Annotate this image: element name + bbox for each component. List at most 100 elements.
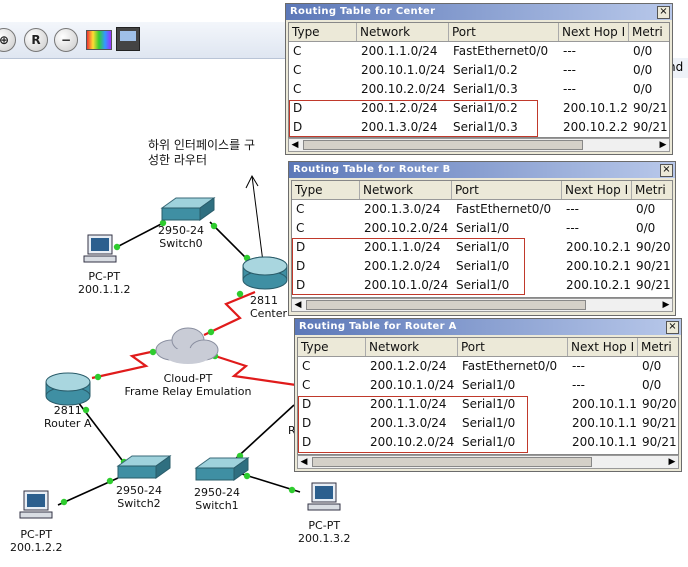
table-cell: D: [302, 435, 312, 449]
serial-links: [91, 290, 297, 387]
table-cell: 200.1.1.0/24: [370, 397, 447, 411]
column-header[interactable]: Next Hop I: [562, 181, 632, 199]
table-cell: Serial1/0: [462, 397, 516, 411]
column-header[interactable]: Next Hop I: [568, 338, 638, 356]
table-cell: Serial1/0: [462, 435, 516, 449]
table-cell: 0/0: [633, 82, 653, 96]
close-icon[interactable]: ×: [666, 321, 679, 334]
horizontal-scrollbar[interactable]: ◀ ▶: [297, 455, 679, 469]
table-cell: Serial1/0: [462, 378, 516, 392]
zoom-out-icon[interactable]: −: [54, 28, 78, 52]
column-header[interactable]: Type: [298, 338, 366, 356]
column-header[interactable]: Type: [289, 23, 357, 41]
table-cell: C: [296, 221, 305, 235]
highlight-box: [298, 396, 528, 453]
close-icon[interactable]: ×: [657, 6, 670, 19]
table-cell: 200.10.2.1: [566, 259, 631, 273]
scroll-right-icon[interactable]: ▶: [668, 457, 676, 467]
column-header[interactable]: Port: [449, 23, 559, 41]
table-cell: FastEthernet0/0: [462, 359, 558, 373]
table-cell: 200.1.3.0/24: [370, 416, 447, 430]
column-header[interactable]: Network: [366, 338, 458, 356]
column-header[interactable]: Type: [292, 181, 360, 199]
pc1-icon[interactable]: [19, 490, 53, 519]
router-a-icon[interactable]: [45, 372, 91, 406]
pc0-icon[interactable]: [83, 234, 117, 263]
table-cell: ---: [572, 359, 585, 373]
scroll-right-icon[interactable]: ▶: [659, 140, 667, 150]
switch1-icon[interactable]: [194, 457, 250, 481]
table-cell: 200.1.1.0/24: [361, 44, 438, 58]
column-header[interactable]: Port: [452, 181, 562, 199]
horizontal-scrollbar[interactable]: ◀ ▶: [288, 138, 670, 152]
highlight-box: [289, 100, 538, 137]
network-info-icon[interactable]: [116, 27, 140, 51]
table-cell: C: [293, 44, 302, 58]
table-cell: 200.1.3.0/24: [361, 120, 438, 134]
table-cell: D: [293, 101, 303, 115]
horizontal-scrollbar[interactable]: ◀ ▶: [291, 298, 673, 312]
switch2-icon[interactable]: [116, 455, 172, 479]
column-header[interactable]: Metri: [632, 181, 672, 199]
close-icon[interactable]: ×: [660, 164, 673, 177]
scroll-left-icon[interactable]: ◀: [294, 300, 302, 310]
scroll-left-icon[interactable]: ◀: [300, 457, 308, 467]
column-header[interactable]: Port: [458, 338, 568, 356]
table-cell: Serial1/0.2: [453, 101, 518, 115]
scroll-right-icon[interactable]: ▶: [662, 300, 670, 310]
table-cell: 90/21: [642, 416, 677, 430]
table-cell: 200.10.1.1: [572, 435, 637, 449]
center-router-icon[interactable]: [242, 256, 288, 290]
table-cell: C: [302, 378, 311, 392]
cloud-icon[interactable]: [155, 327, 219, 364]
table-cell: 90/21: [642, 435, 677, 449]
zoom-in-icon[interactable]: R: [24, 28, 48, 52]
column-header[interactable]: Next Hop I: [559, 23, 629, 41]
link-center-cloud: [203, 290, 256, 336]
window-title: Routing Table for Router A: [295, 319, 681, 335]
table-cell: 90/21: [636, 259, 671, 273]
column-header[interactable]: Metri: [638, 338, 678, 356]
palette-icon[interactable]: [86, 30, 112, 50]
column-header[interactable]: Network: [360, 181, 452, 199]
table-cell: D: [302, 397, 312, 411]
scroll-thumb[interactable]: [303, 140, 583, 150]
table-cell: C: [296, 202, 305, 216]
column-header[interactable]: Metri: [629, 23, 669, 41]
scroll-thumb[interactable]: [312, 457, 592, 467]
table-cell: D: [296, 278, 306, 292]
switch0-icon[interactable]: [160, 197, 216, 221]
pc2-icon[interactable]: [307, 482, 341, 511]
table-cell: 90/21: [636, 278, 671, 292]
column-header[interactable]: Network: [357, 23, 449, 41]
table-cell: ---: [566, 221, 579, 235]
scroll-thumb[interactable]: [306, 300, 586, 310]
scroll-left-icon[interactable]: ◀: [291, 140, 299, 150]
table-cell: 0/0: [636, 202, 656, 216]
